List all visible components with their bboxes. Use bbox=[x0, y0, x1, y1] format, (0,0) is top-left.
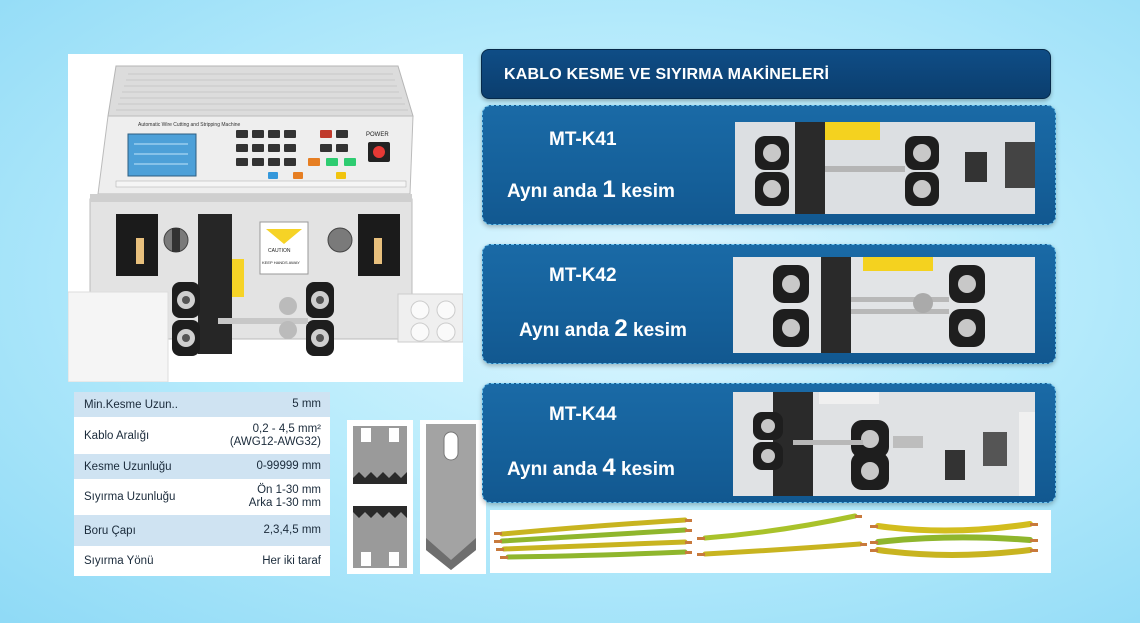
model-card-mt-k41: MT-K41 Aynı anda 1 kesim bbox=[482, 105, 1056, 225]
page-title: KABLO KESME VE SIYIRMA MAKİNELERİ bbox=[504, 66, 830, 83]
model-cuts: Aynı anda 4 kesim bbox=[507, 454, 675, 481]
spec-row: Kesme Uzunluğu 0-99999 mm bbox=[74, 454, 330, 479]
model-name: MT-K41 bbox=[549, 129, 617, 150]
model-photo bbox=[735, 122, 1035, 214]
model-cuts: Aynı anda 1 kesim bbox=[507, 176, 675, 203]
model-name: MT-K44 bbox=[549, 404, 617, 425]
cables-photo bbox=[490, 510, 1051, 573]
power-label: POWER bbox=[366, 132, 389, 138]
lcd-screen bbox=[127, 133, 197, 177]
machine-illustration: Automatic Wire Cutting and Stripping Mac… bbox=[68, 65, 463, 382]
model-photo bbox=[733, 392, 1035, 496]
model-card-mt-k44: MT-K44 Aynı anda 4 kesim bbox=[482, 383, 1056, 503]
keypad bbox=[236, 130, 356, 179]
model-photo bbox=[733, 257, 1035, 353]
caution-label: CAUTION bbox=[268, 248, 291, 254]
spec-row: Kablo Aralığı 0,2 - 4,5 mm²(AWG12-AWG32) bbox=[74, 417, 330, 454]
spec-label: Sıyırma Uzunluğu bbox=[74, 479, 202, 515]
model-card-mt-k42: MT-K42 Aynı anda 2 kesim bbox=[482, 244, 1056, 364]
spec-label: Sıyırma Yönü bbox=[74, 546, 202, 576]
header-bar: KABLO KESME VE SIYIRMA MAKİNELERİ bbox=[481, 49, 1051, 99]
spec-label: Kesme Uzunluğu bbox=[74, 454, 202, 479]
rollers bbox=[172, 282, 334, 356]
spec-value: Her iki taraf bbox=[201, 546, 330, 576]
spec-label: Boru Çapı bbox=[74, 515, 202, 546]
model-name: MT-K42 bbox=[549, 265, 617, 286]
spec-row: Sıyırma Yönü Her iki taraf bbox=[74, 546, 330, 576]
spec-value: 0-99999 mm bbox=[201, 454, 330, 479]
spec-row: Min.Kesme Uzun.. 5 mm bbox=[74, 392, 330, 417]
spec-row: Boru Çapı 2,3,4,5 mm bbox=[74, 515, 330, 546]
spec-table: Min.Kesme Uzun.. 5 mm Kablo Aralığı 0,2 … bbox=[74, 392, 330, 576]
power-button bbox=[373, 146, 385, 158]
blade-photo-serrated bbox=[347, 420, 413, 574]
spec-value: 0,2 - 4,5 mm²(AWG12-AWG32) bbox=[201, 417, 330, 454]
spec-label: Kablo Aralığı bbox=[74, 417, 202, 454]
spec-value: 2,3,4,5 mm bbox=[201, 515, 330, 546]
machine-photo: Automatic Wire Cutting and Stripping Mac… bbox=[68, 54, 463, 382]
blade-photo-v bbox=[420, 420, 486, 574]
spec-value: 5 mm bbox=[201, 392, 330, 417]
keep-hands-label: KEEP HANDS AWAY bbox=[262, 260, 300, 265]
model-cuts: Aynı anda 2 kesim bbox=[519, 315, 687, 342]
panel-label: Automatic Wire Cutting and Stripping Mac… bbox=[138, 122, 240, 128]
spec-label: Min.Kesme Uzun.. bbox=[74, 392, 202, 417]
